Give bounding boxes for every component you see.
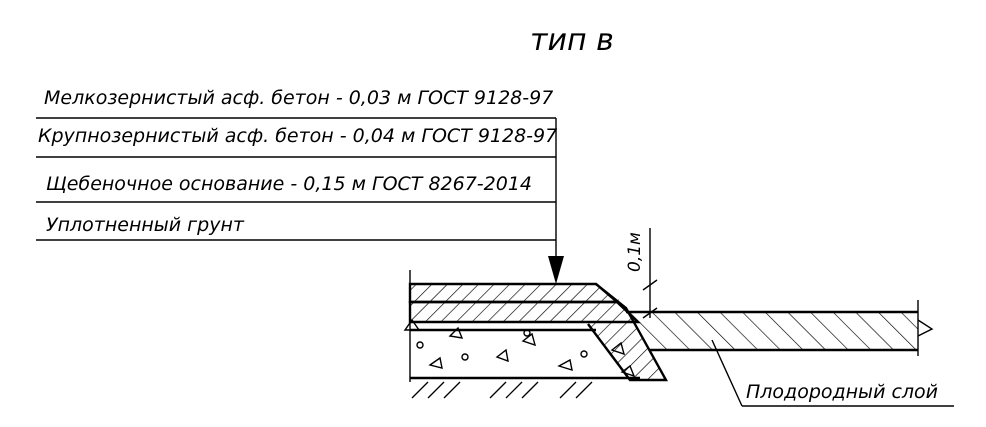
fertile-layer [626,300,934,356]
coarse-asphalt-layer [408,300,641,324]
pavement-structure [403,270,669,399]
layer-label-compacted-soil: Уплотненный грунт [46,214,245,236]
fertile-layer-label: Плодородный слой [746,381,938,403]
fine-asphalt-layer [408,282,621,304]
dimension-tick [642,279,658,291]
soil-hatching [411,381,593,399]
slope-outline [587,283,669,382]
dimension-label: 0,1м [625,232,645,272]
layer-label-coarse-asphalt: Крупнозернистый асф. бетон - 0,04 м ГОСТ… [38,125,557,147]
dimension-tick [642,307,658,319]
layer-label-crushed-stone-base: Щебеночное основание - 0,15 м ГОСТ 8267-… [46,173,532,195]
break-line [917,319,934,337]
dimension-marker: 0,1м [625,228,658,319]
leader-arrow-icon [548,256,564,284]
slope-edge [586,284,666,380]
drawing-title: тип в [530,23,614,58]
crushed-stone-symbols [403,318,636,378]
layer-legend: Мелкозернистый асф. бетон - 0,03 м ГОСТ … [36,87,564,284]
callout-leader-line [711,339,743,407]
fertile-layer-body [626,312,918,350]
layer-label-fine-asphalt: Мелкозернистый асф. бетон - 0,03 м ГОСТ … [44,87,553,109]
fertile-layer-callout: Плодородный слой [711,339,954,407]
